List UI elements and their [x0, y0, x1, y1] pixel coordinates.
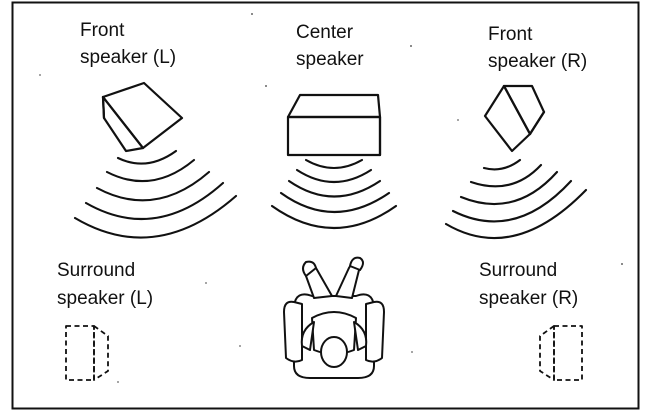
front-left-sound-waves-icon	[73, 149, 238, 239]
center-label-line1: Center	[296, 22, 354, 43]
scan-specks	[39, 13, 623, 383]
surround-speaker-right: Surround speaker (R)	[479, 260, 583, 381]
surround-right-label-line2: speaker (R)	[479, 288, 578, 309]
front-right-sound-waves-icon	[444, 158, 588, 240]
front-speaker-right: Front speaker (R)	[444, 24, 588, 240]
center-speaker: Center speaker	[270, 22, 398, 230]
front-left-label-line1: Front	[80, 20, 125, 41]
front-left-label-line2: speaker (L)	[80, 47, 176, 68]
surround-speaker-left: Surround speaker (L)	[57, 260, 153, 381]
center-label-line2: speaker	[296, 49, 364, 70]
surround-left-speaker-dashed-icon	[65, 325, 109, 381]
surround-left-label-line2: speaker (L)	[57, 288, 153, 309]
center-speaker-icon	[286, 93, 382, 157]
surround-right-speaker-dashed-icon	[539, 325, 583, 381]
front-right-speaker-icon	[483, 84, 546, 153]
front-right-label-line1: Front	[488, 24, 533, 45]
surround-right-label-line1: Surround	[479, 260, 557, 281]
front-speaker-left: Front speaker (L)	[73, 20, 238, 239]
diagram-border	[11, 1, 640, 410]
surround-left-label-line1: Surround	[57, 260, 135, 281]
listener-in-chair-icon	[283, 256, 385, 379]
front-left-speaker-icon	[101, 81, 184, 153]
front-right-label-line2: speaker (R)	[488, 51, 587, 72]
center-sound-waves-icon	[270, 158, 398, 230]
